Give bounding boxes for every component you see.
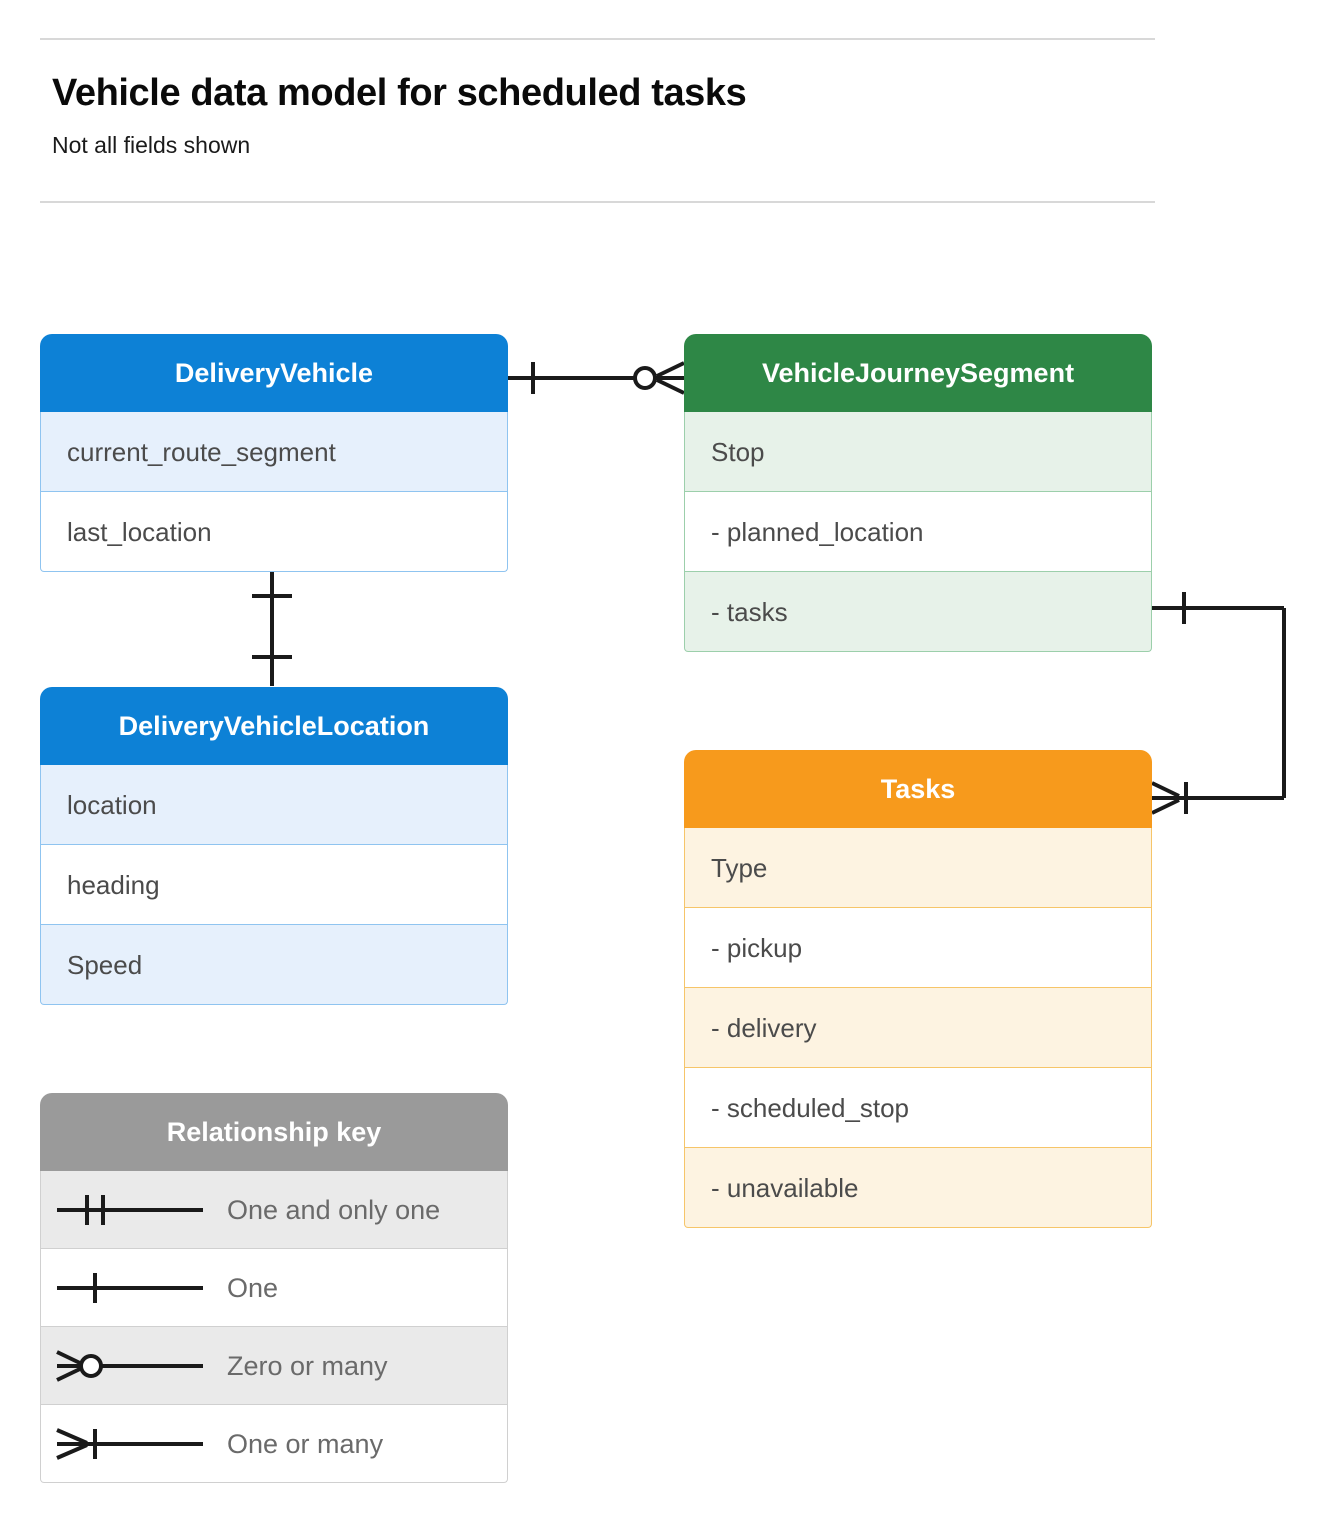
- header-divider-bottom: [40, 201, 1155, 203]
- entity-vehicle-journey-segment[interactable]: VehicleJourneySegment Stop - planned_loc…: [684, 334, 1152, 652]
- entity-title-delivery-vehicle-location: DeliveryVehicleLocation: [40, 687, 508, 765]
- entity-delivery-vehicle-location[interactable]: DeliveryVehicleLocation location heading…: [40, 687, 508, 1005]
- entity-field-row: current_route_segment: [40, 412, 508, 492]
- page-title: Vehicle data model for scheduled tasks: [52, 72, 747, 114]
- header-divider-top: [40, 38, 1155, 40]
- entity-delivery-vehicle[interactable]: DeliveryVehicle current_route_segment la…: [40, 334, 508, 572]
- legend-item-label: One and only one: [227, 1195, 441, 1225]
- legend-item-one-or-many: One or many: [40, 1405, 508, 1483]
- entity-field-row: last_location: [40, 492, 508, 572]
- legend-title: Relationship key: [40, 1093, 508, 1171]
- entity-field-row: - planned_location: [684, 492, 1152, 572]
- legend-item-label: Zero or many: [227, 1351, 388, 1381]
- one-or-many-icon: [56, 1427, 203, 1460]
- entity-field-row: heading: [40, 845, 508, 925]
- entity-field-row: - tasks: [684, 572, 1152, 652]
- entity-field-row: - unavailable: [684, 1148, 1152, 1228]
- one-icon: [57, 1272, 203, 1303]
- legend-item-one: One: [40, 1249, 508, 1327]
- entity-title-delivery-vehicle: DeliveryVehicle: [40, 334, 508, 412]
- entity-field-row: Speed: [40, 925, 508, 1005]
- entity-title-vehicle-journey-segment: VehicleJourneySegment: [684, 334, 1152, 412]
- legend-item-label: One or many: [227, 1429, 384, 1459]
- legend-item-zero-or-many: Zero or many: [40, 1327, 508, 1405]
- page-subtitle: Not all fields shown: [52, 132, 251, 158]
- zero-or-many-icon: [56, 1349, 203, 1382]
- entity-field-row: location: [40, 765, 508, 845]
- entity-field-row: - pickup: [684, 908, 1152, 988]
- entity-field-row: - delivery: [684, 988, 1152, 1068]
- entity-title-tasks: Tasks: [684, 750, 1152, 828]
- entity-field-row: - scheduled_stop: [684, 1068, 1152, 1148]
- entity-field-row: Stop: [684, 412, 1152, 492]
- one-and-only-one-icon: [57, 1194, 203, 1225]
- legend-relationship-key: Relationship key One and only one One: [40, 1093, 508, 1483]
- entity-field-row: Type: [684, 828, 1152, 908]
- legend-item-label: One: [227, 1273, 279, 1303]
- legend-item-one-and-only-one: One and only one: [40, 1171, 508, 1249]
- entity-tasks[interactable]: Tasks Type - pickup - delivery - schedul…: [684, 750, 1152, 1228]
